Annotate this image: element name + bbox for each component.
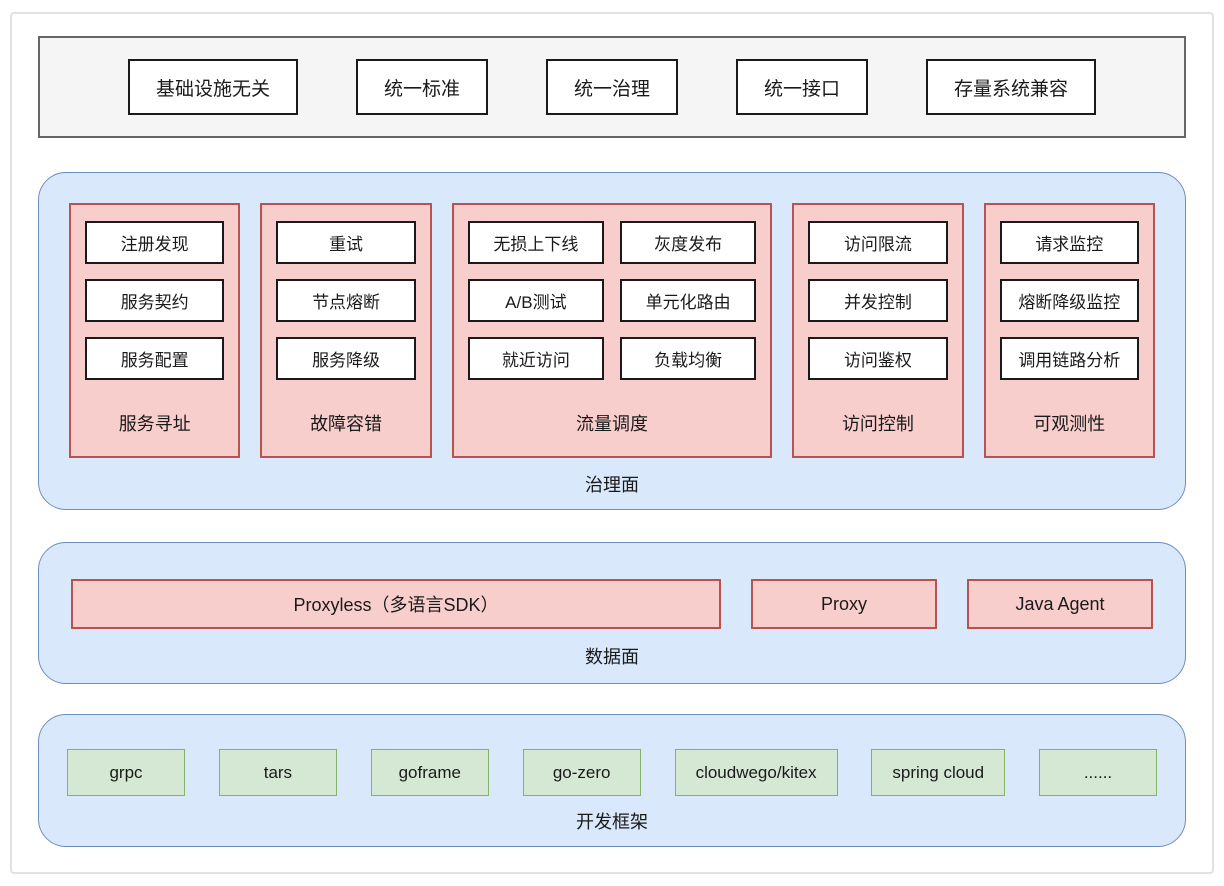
governance-group: 访问限流 并发控制 访问鉴权 访问控制 [792, 203, 964, 458]
framework-plane-label: 开发框架 [576, 812, 648, 832]
group-items: 访问限流 并发控制 访问鉴权 [808, 221, 948, 380]
capability-box: A/B测试 [467, 279, 604, 322]
principle-box: 存量系统兼容 [925, 59, 1096, 115]
diagram-canvas: 基础设施无关 统一标准 统一治理 统一接口 存量系统兼容 注册发现 服务契约 [10, 12, 1214, 874]
capability-box: 负载均衡 [620, 337, 757, 380]
framework-box: cloudwego/kitex [674, 749, 838, 796]
capability-box: 重试 [276, 221, 416, 264]
capability-box: 单元化路由 [620, 279, 757, 322]
capability-box: 就近访问 [467, 337, 604, 380]
framework-boxes: grpc tars goframe go-zero cloudwego/kite… [67, 749, 1157, 796]
group-items: 请求监控 熔断降级监控 调用链路分析 [999, 221, 1139, 380]
capability-box: 服务降级 [276, 337, 416, 380]
data-plane-box: Java Agent [967, 579, 1153, 629]
group-items: 注册发现 服务契约 服务配置 [85, 221, 225, 380]
principle-box: 统一治理 [545, 59, 678, 115]
data-plane-label: 数据面 [585, 647, 639, 667]
governance-plane-label: 治理面 [585, 474, 639, 495]
group-label: 可观测性 [1033, 414, 1106, 434]
framework-box: go-zero [522, 749, 641, 796]
capability-box: 服务契约 [85, 279, 225, 322]
governance-groups: 注册发现 服务契约 服务配置 服务寻址 重试 [69, 203, 1155, 458]
group-items: 重试 节点熔断 服务降级 [276, 221, 416, 380]
capability-box: 服务配置 [85, 337, 225, 380]
capability-box: 访问鉴权 [808, 337, 948, 380]
governance-group: 无损上下线 灰度发布 A/B测试 单元化路由 就近访问 负载均衡 流量调度 [451, 203, 773, 458]
capability-box: 灰度发布 [620, 221, 757, 264]
data-plane-box: Proxyless（多语言SDK） [71, 579, 721, 629]
capability-box: 节点熔断 [276, 279, 416, 322]
principle-box: 统一标准 [355, 59, 488, 115]
framework-box: grpc [67, 749, 185, 796]
group-label: 故障容错 [310, 414, 383, 434]
governance-plane: 注册发现 服务契约 服务配置 服务寻址 重试 [38, 172, 1186, 510]
data-plane-box: Proxy [751, 579, 937, 629]
group-label: 访问控制 [841, 414, 914, 434]
capability-box: 熔断降级监控 [999, 279, 1139, 322]
capability-box: 并发控制 [808, 279, 948, 322]
group-label: 服务寻址 [118, 414, 191, 434]
principles-bar: 基础设施无关 统一标准 统一治理 统一接口 存量系统兼容 [38, 36, 1186, 138]
capability-box: 注册发现 [85, 221, 225, 264]
governance-group: 重试 节点熔断 服务降级 故障容错 [260, 203, 432, 458]
governance-group: 注册发现 服务契约 服务配置 服务寻址 [69, 203, 241, 458]
framework-box: tars [218, 749, 337, 796]
capability-box: 访问限流 [808, 221, 948, 264]
framework-box: goframe [370, 749, 489, 796]
capability-box: 调用链路分析 [999, 337, 1139, 380]
group-items: 无损上下线 灰度发布 A/B测试 单元化路由 就近访问 负载均衡 [467, 221, 757, 380]
framework-box: ...... [1038, 749, 1157, 796]
framework-plane: grpc tars goframe go-zero cloudwego/kite… [38, 714, 1186, 847]
principle-box: 统一接口 [735, 59, 868, 115]
data-plane: Proxyless（多语言SDK） Proxy Java Agent 数据面 [38, 542, 1186, 684]
framework-box: spring cloud [871, 749, 1006, 796]
governance-group: 请求监控 熔断降级监控 调用链路分析 可观测性 [983, 203, 1155, 458]
capability-box: 请求监控 [999, 221, 1139, 264]
data-plane-boxes: Proxyless（多语言SDK） Proxy Java Agent [71, 579, 1153, 629]
group-label: 流量调度 [576, 414, 648, 434]
capability-box: 无损上下线 [467, 221, 604, 264]
principle-box: 基础设施无关 [127, 59, 298, 115]
